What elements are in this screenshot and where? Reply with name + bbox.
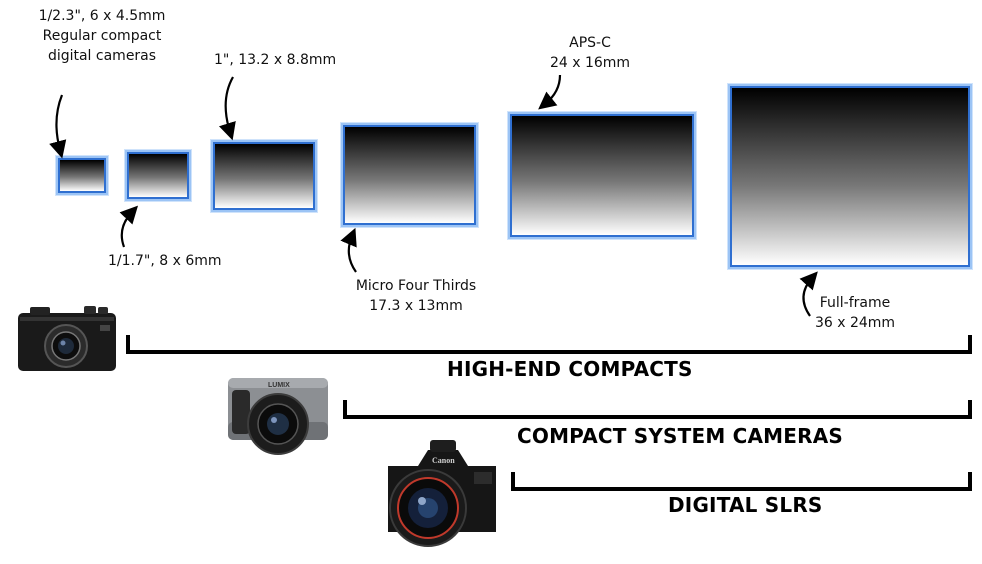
bracket-digital-slrs — [511, 472, 972, 491]
sensor-1-1-7 — [125, 150, 191, 201]
label-1-inch: 1", 13.2 x 8.8mm — [214, 50, 336, 70]
mirrorless-camera-icon: LUMIX — [228, 378, 328, 455]
label-line: Micro Four Thirds — [355, 278, 477, 294]
bracket-high-end-compacts — [126, 335, 972, 354]
category-digital-slrs: DIGITAL SLRS — [668, 493, 823, 517]
arrow-aps-c — [538, 74, 562, 110]
label-full-frame: Full-frame 36 x 24mm — [800, 293, 910, 333]
label-line: APS-C — [569, 35, 611, 51]
arrow-1-1-7 — [119, 205, 139, 248]
sensor-1-inch — [211, 140, 317, 212]
arrow-1-2-3 — [49, 94, 67, 159]
label-line: 1", 13.2 x 8.8mm — [214, 52, 337, 68]
label-line: 1/2.3", 6 x 4.5mm — [38, 8, 166, 24]
arrow-micro-four-thirds — [340, 227, 357, 273]
sensor-full-frame — [728, 84, 972, 269]
arrow-full-frame — [799, 271, 818, 317]
label-1-2-3: 1/2.3", 6 x 4.5mm Regular compact digita… — [30, 6, 174, 66]
label-aps-c: APS-C 24 x 16mm — [545, 33, 635, 73]
sensor-micro-four-thirds — [341, 123, 478, 227]
label-line: digital cameras — [47, 48, 157, 64]
label-line: 36 x 24mm — [814, 315, 896, 331]
camera-brand-label: Canon — [432, 456, 455, 465]
label-line: Regular compact — [42, 28, 162, 44]
sensor-aps-c — [508, 112, 696, 239]
compact-camera-icon — [18, 306, 116, 371]
label-line: 1/1.7", 8 x 6mm — [108, 253, 222, 269]
label-line: Full-frame — [819, 295, 891, 311]
camera-brand-label: LUMIX — [268, 382, 290, 389]
sensor-1-2-3 — [56, 156, 108, 195]
bracket-compact-system-cameras — [343, 400, 972, 419]
arrow-1-inch — [218, 76, 236, 141]
category-compact-system-cameras: COMPACT SYSTEM CAMERAS — [517, 424, 844, 448]
label-1-1-7: 1/1.7", 8 x 6mm — [108, 251, 222, 271]
dslr-camera-icon: Canon — [388, 440, 496, 547]
label-line: 17.3 x 13mm — [369, 298, 463, 314]
label-line: 24 x 16mm — [549, 55, 631, 71]
category-high-end-compacts: HIGH-END COMPACTS — [447, 357, 693, 381]
label-micro-four-thirds: Micro Four Thirds 17.3 x 13mm — [346, 276, 486, 316]
